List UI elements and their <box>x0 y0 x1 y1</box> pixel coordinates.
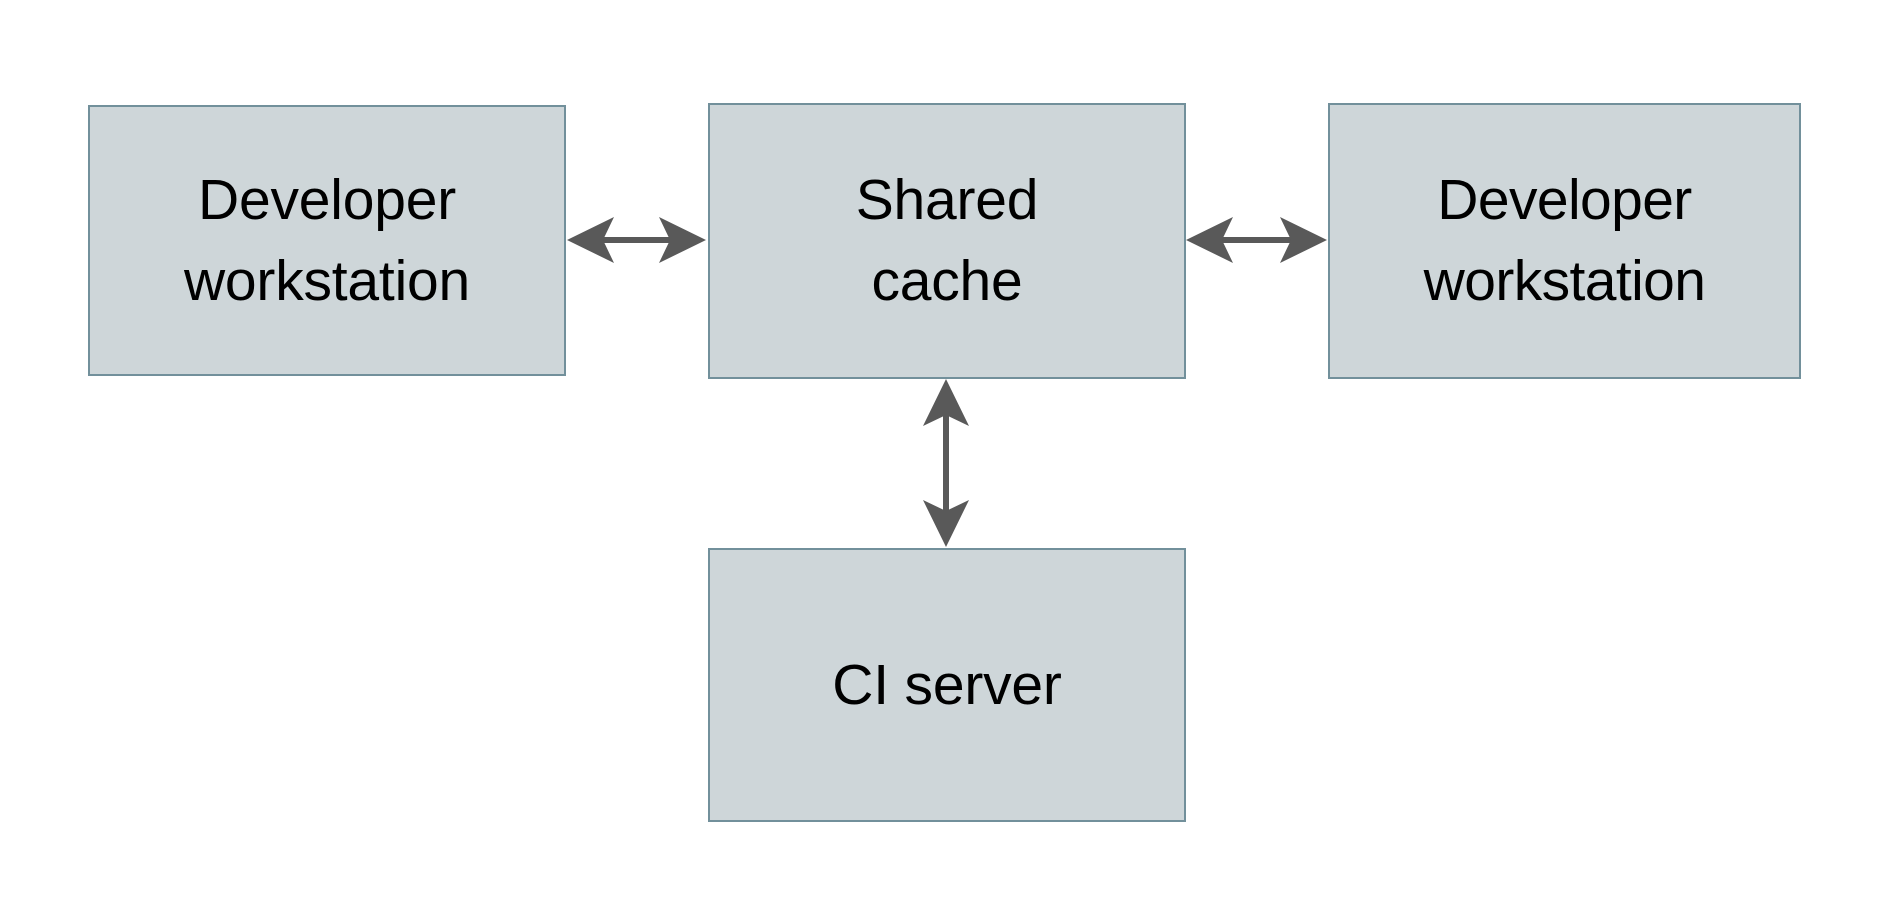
arrowhead-right <box>659 217 706 263</box>
edge-cache-ci <box>923 379 969 547</box>
edge-dev-left-cache <box>567 217 706 263</box>
node-developer-workstation-right[interactable]: Developer workstation <box>1328 103 1801 379</box>
node-label: CI server <box>832 652 1062 717</box>
arrowhead-down <box>923 500 969 547</box>
node-label: Developer workstation <box>183 167 471 313</box>
arrowhead-left <box>567 217 614 263</box>
node-ci-server[interactable]: CI server <box>708 548 1186 822</box>
arrowhead-up <box>923 379 969 426</box>
edge-cache-dev-right <box>1186 217 1327 263</box>
node-developer-workstation-left[interactable]: Developer workstation <box>88 105 566 376</box>
arrowhead-right <box>1280 217 1327 263</box>
node-label: Shared cache <box>855 168 1039 313</box>
node-shared-cache[interactable]: Shared cache <box>708 103 1186 379</box>
arrowhead-left <box>1186 217 1233 263</box>
node-label: Developer workstation <box>1423 168 1706 313</box>
